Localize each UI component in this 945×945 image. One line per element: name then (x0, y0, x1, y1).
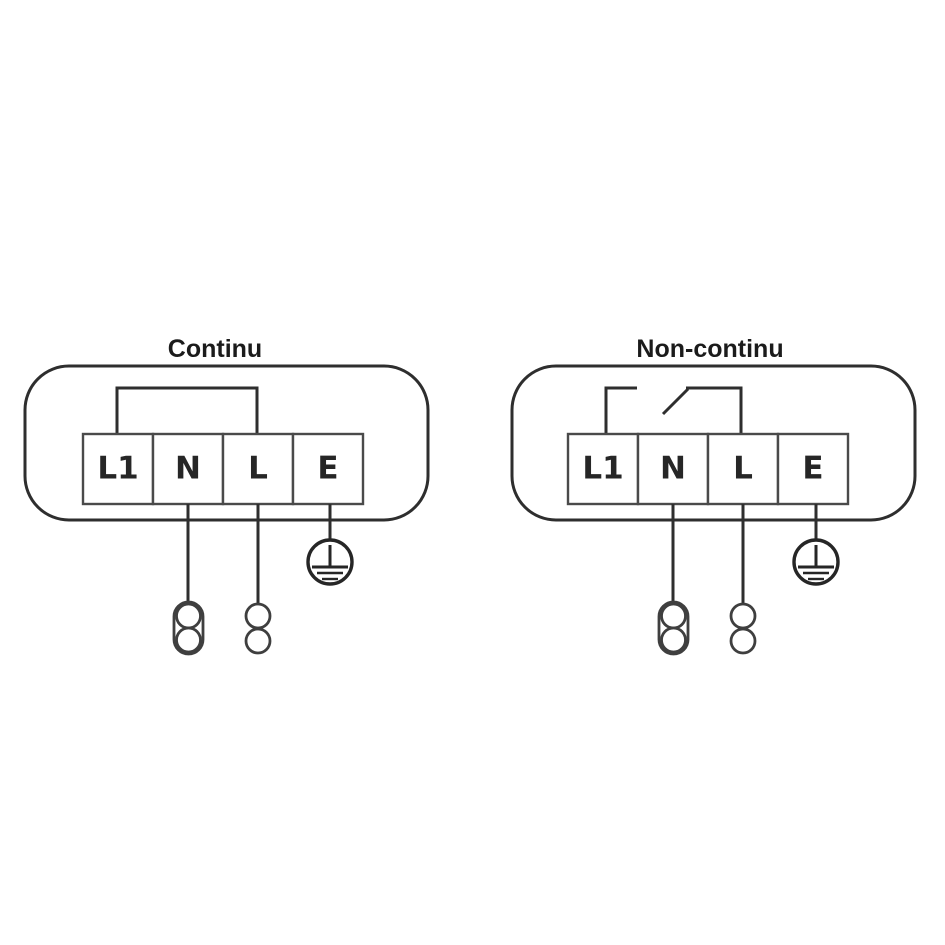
switch-right-contact (686, 386, 743, 434)
diagram-non-continu: Non-continu L1 N L E (510, 335, 917, 656)
terminal-label-l: L (733, 451, 753, 487)
lug-circle-lower (175, 626, 202, 654)
lug-neutral-non-continu[interactable] (657, 600, 690, 656)
diagram-title-non-continu: Non-continu (636, 335, 783, 363)
lug-circle-upper (244, 602, 272, 630)
lug-circle-lower (729, 627, 757, 655)
terminal-label-n: N (175, 451, 201, 487)
diagram-continu: Continu L1 N L E (23, 335, 430, 656)
jumper-link-continu (115, 386, 259, 434)
terminal-cell-e[interactable] (291, 432, 365, 506)
terminal-cell-l1[interactable] (81, 432, 155, 506)
lug-circle-upper (729, 602, 757, 630)
terminal-cell-e[interactable] (776, 432, 850, 506)
terminal-label-l1: L1 (582, 451, 623, 487)
earth-symbol-continu (306, 538, 354, 586)
terminal-label-n: N (660, 451, 686, 487)
terminal-cell-n[interactable] (636, 432, 710, 506)
terminal-label-e: E (802, 451, 823, 487)
switch-link-non-continu[interactable] (604, 386, 743, 434)
lug-neutral-continu[interactable] (172, 600, 205, 656)
diagram-title-continu: Continu (168, 335, 262, 363)
lug-circle-upper (660, 602, 687, 630)
lug-circle-lower (660, 626, 687, 654)
terminal-block-non-continu: L1 N L E (566, 432, 850, 506)
lug-circle-lower (244, 627, 272, 655)
enclosure-outline-continu (23, 364, 430, 522)
switch-left-contact (604, 386, 637, 434)
terminal-label-l1: L1 (97, 451, 138, 487)
lug-live-non-continu[interactable] (729, 602, 757, 655)
earth-symbol-non-continu (792, 538, 840, 586)
lug-live-continu[interactable] (244, 602, 272, 655)
switch-blade (661, 387, 690, 416)
enclosure-outline-non-continu (510, 364, 917, 522)
terminal-label-e: E (317, 451, 338, 487)
lug-circle-upper (175, 602, 202, 630)
terminal-cell-l1[interactable] (566, 432, 640, 506)
terminal-label-l: L (248, 451, 268, 487)
terminal-block-continu: L1 N L E (81, 432, 365, 506)
